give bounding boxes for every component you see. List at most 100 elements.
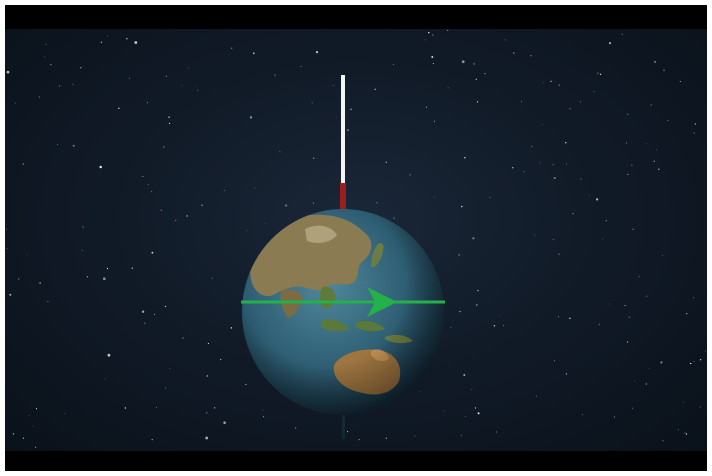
star xyxy=(461,60,465,64)
star xyxy=(12,433,15,435)
star xyxy=(699,359,702,361)
star xyxy=(426,106,428,108)
star xyxy=(631,164,633,166)
star xyxy=(102,277,106,281)
star xyxy=(294,427,297,429)
letterbox-bottom xyxy=(5,451,707,471)
star xyxy=(476,101,479,103)
star xyxy=(693,132,695,134)
star xyxy=(47,300,49,303)
star xyxy=(315,50,319,54)
star xyxy=(458,254,460,256)
star xyxy=(350,108,352,110)
star xyxy=(443,410,445,412)
video-frame xyxy=(5,5,707,471)
star xyxy=(433,120,435,122)
star xyxy=(6,248,8,250)
star xyxy=(475,78,478,81)
star xyxy=(599,73,602,76)
star xyxy=(385,437,387,439)
star xyxy=(118,107,120,110)
star xyxy=(393,217,395,219)
star xyxy=(628,316,631,319)
star xyxy=(165,387,166,389)
star xyxy=(106,267,109,270)
star xyxy=(653,160,655,162)
star xyxy=(163,146,165,148)
star xyxy=(409,174,411,176)
star xyxy=(471,388,473,390)
star xyxy=(252,52,255,55)
equator-rotation-arrow xyxy=(241,287,445,317)
arrow-right-icon xyxy=(367,287,397,317)
star xyxy=(9,293,12,296)
star xyxy=(589,194,590,196)
star xyxy=(572,212,574,215)
star xyxy=(474,407,476,409)
star xyxy=(165,75,167,77)
star xyxy=(693,297,695,299)
space-background xyxy=(5,29,707,451)
star xyxy=(38,96,40,98)
star xyxy=(124,407,127,409)
star xyxy=(186,215,188,217)
star xyxy=(213,407,216,409)
star xyxy=(582,414,583,416)
star xyxy=(211,277,213,279)
earth-globe xyxy=(242,209,444,415)
star xyxy=(142,175,144,177)
star xyxy=(146,102,148,104)
star xyxy=(645,383,647,385)
axis-south-stub xyxy=(342,415,345,439)
star xyxy=(632,228,634,230)
star xyxy=(579,101,581,103)
star xyxy=(504,39,506,41)
star xyxy=(187,67,189,69)
star xyxy=(181,84,183,86)
axis-lower-segment xyxy=(340,183,346,215)
star xyxy=(569,108,571,110)
star xyxy=(45,43,47,45)
star xyxy=(699,406,701,408)
star xyxy=(595,198,599,201)
star xyxy=(496,431,498,433)
star xyxy=(220,358,222,361)
star xyxy=(182,337,184,339)
star xyxy=(254,187,256,189)
star xyxy=(693,361,695,362)
star xyxy=(300,65,302,67)
star xyxy=(231,47,233,49)
rotation-axis xyxy=(340,75,346,215)
star xyxy=(39,282,41,284)
star xyxy=(580,178,582,180)
star xyxy=(134,41,138,44)
star xyxy=(151,439,153,441)
star xyxy=(169,368,171,370)
star xyxy=(82,225,84,227)
star xyxy=(22,163,24,165)
star xyxy=(424,39,426,41)
star xyxy=(634,380,635,382)
star xyxy=(223,189,225,191)
star xyxy=(245,383,247,385)
star xyxy=(223,421,226,424)
star xyxy=(679,80,682,83)
star xyxy=(151,251,154,254)
star xyxy=(144,322,146,324)
star xyxy=(274,74,276,76)
star xyxy=(512,167,514,169)
star xyxy=(553,360,555,362)
star xyxy=(543,82,545,84)
star xyxy=(246,230,248,232)
star xyxy=(447,87,449,89)
star xyxy=(27,254,29,256)
star xyxy=(72,144,75,147)
star xyxy=(206,375,209,377)
star xyxy=(432,34,434,36)
star xyxy=(392,64,394,66)
star xyxy=(460,434,462,436)
star xyxy=(489,197,491,199)
star xyxy=(6,70,10,74)
star xyxy=(160,209,162,211)
star xyxy=(107,35,108,37)
